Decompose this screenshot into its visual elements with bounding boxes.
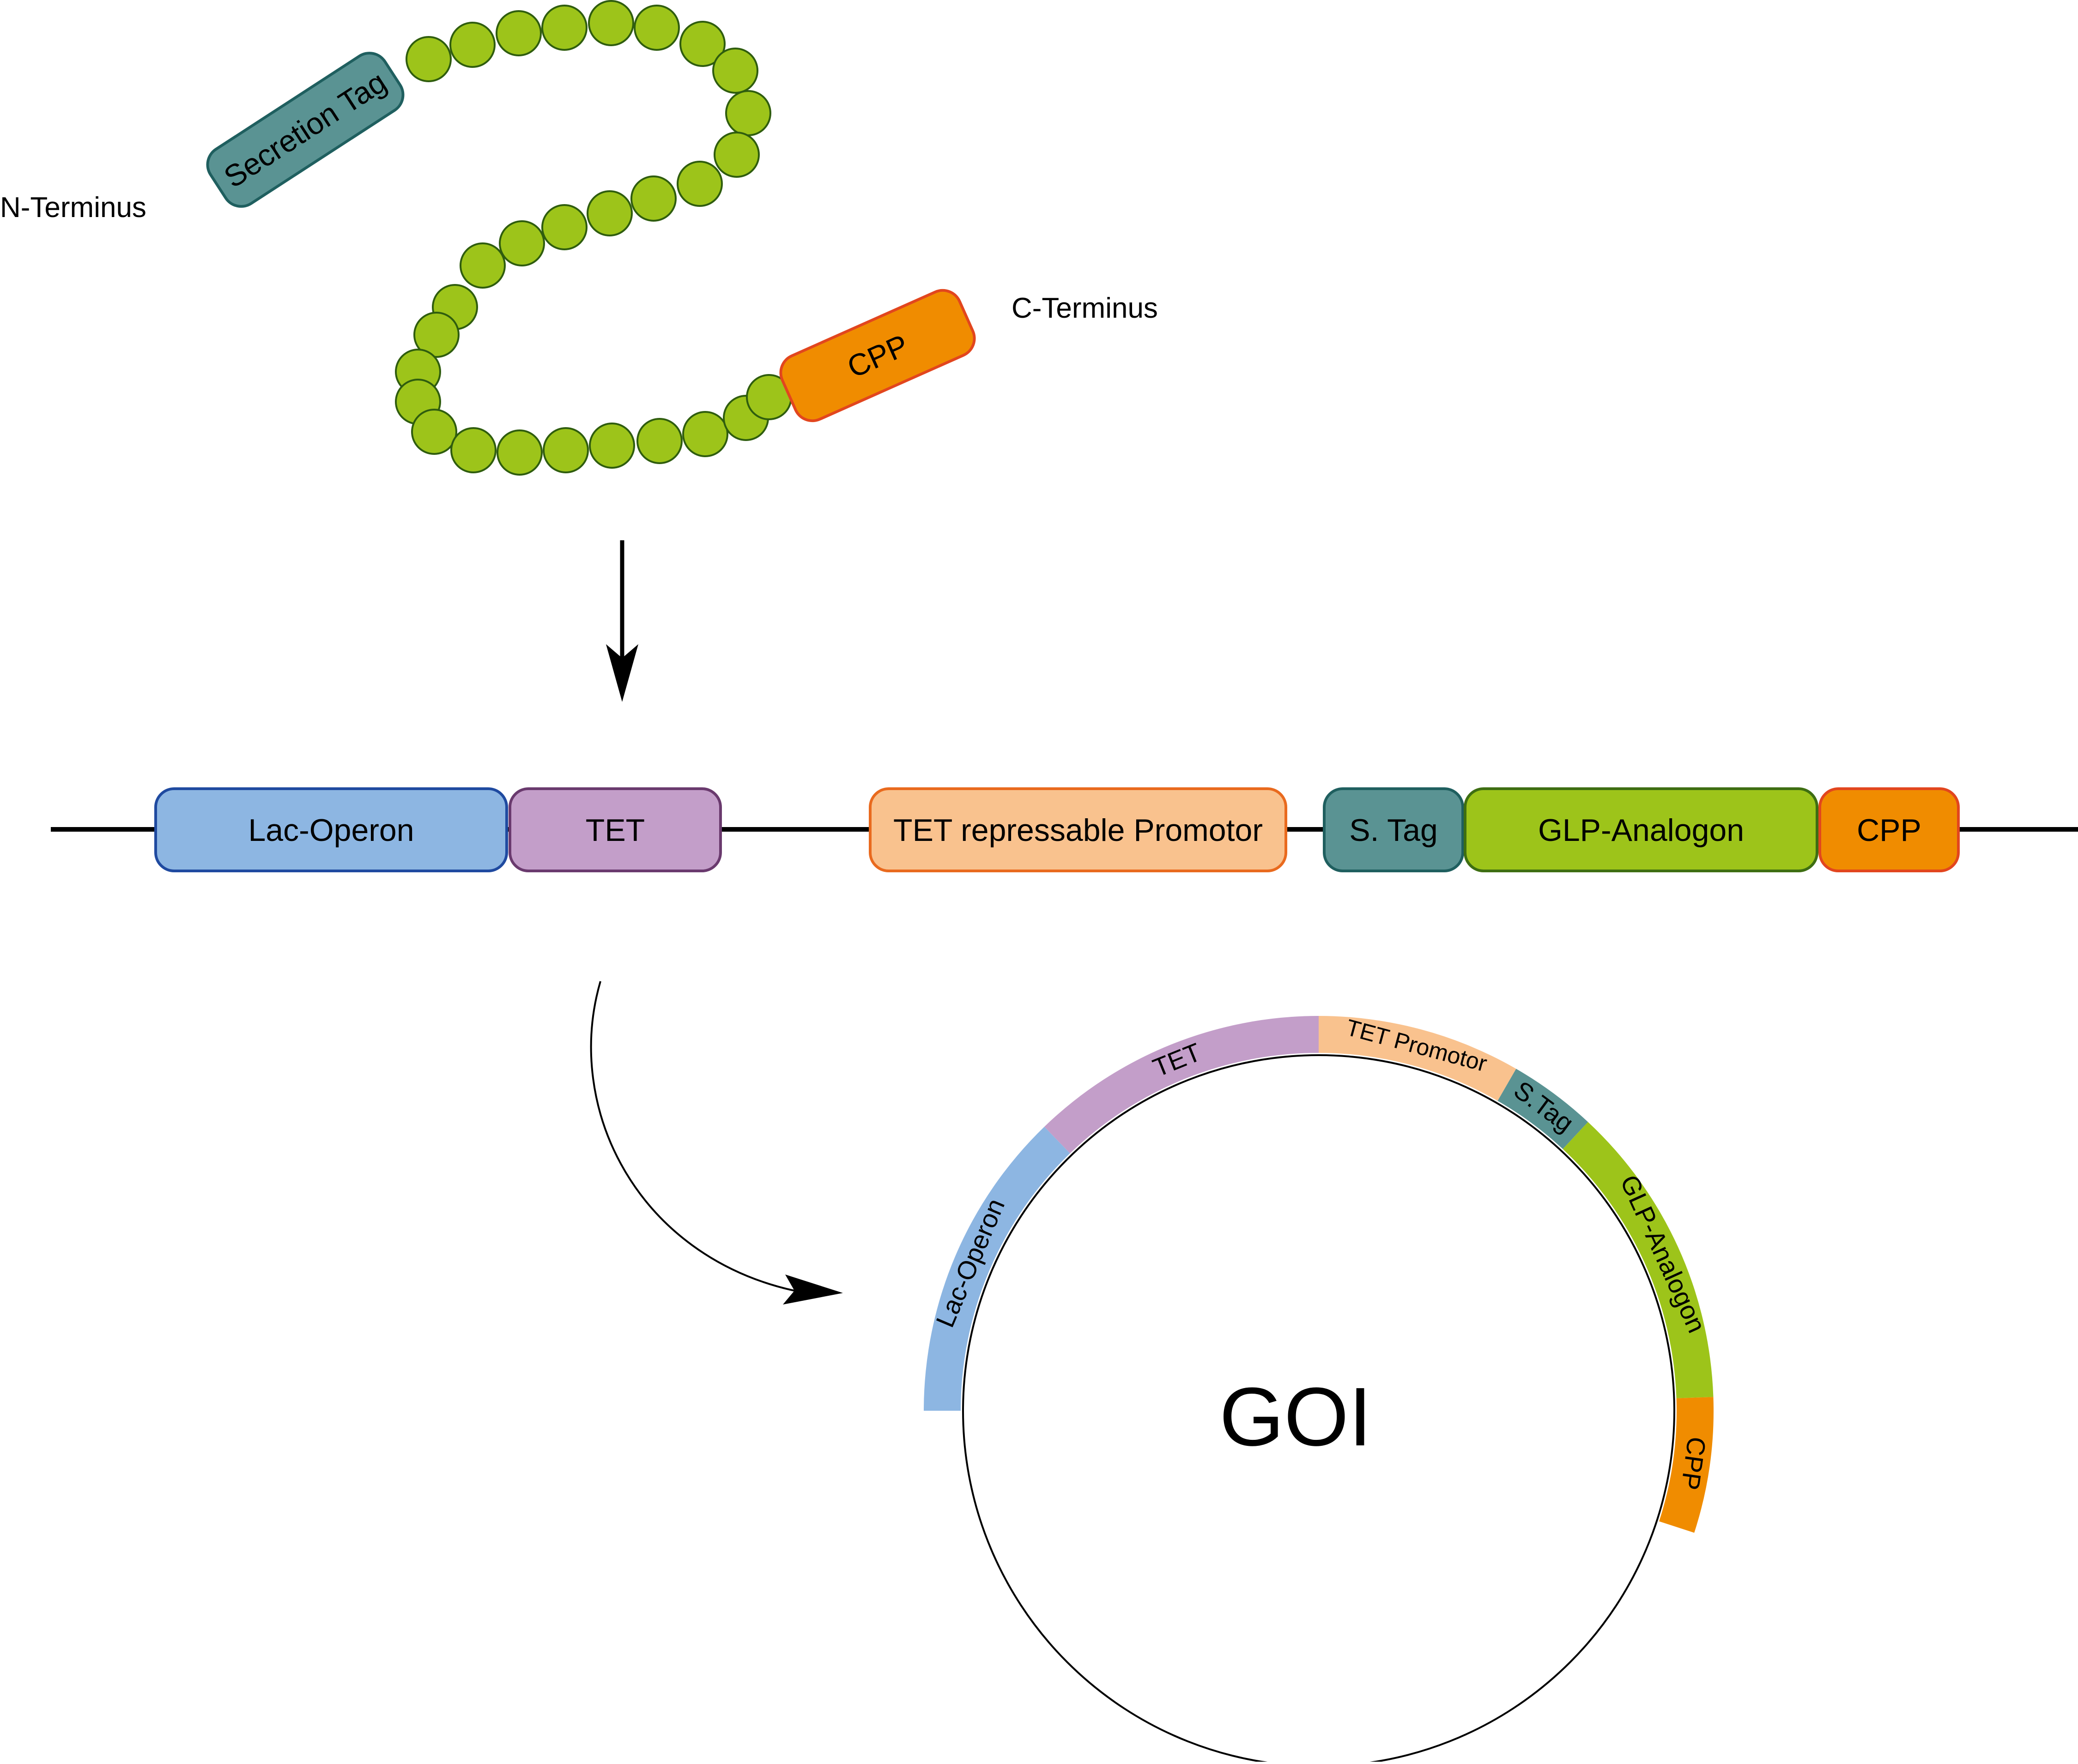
plasmid-arc-shape xyxy=(1044,1016,1319,1154)
down-arrow xyxy=(606,540,638,702)
construct-segment-shape xyxy=(1464,787,1818,872)
cpp-protein-shape xyxy=(779,289,976,423)
linear-construct: Lac-Operon TET TET repressable Promotor S. … xyxy=(51,787,2078,872)
amino-acid-residue xyxy=(406,36,452,82)
plasmid-arc-shape xyxy=(1497,1069,1588,1149)
plasmid-arc-shape xyxy=(1319,1016,1516,1101)
construct-segment-tet: TET xyxy=(509,787,722,872)
construct-segment-label: Lac-Operon xyxy=(248,813,414,848)
curved-arrow xyxy=(590,981,843,1305)
secretion-tag-block: Secretion Tag xyxy=(206,52,405,208)
amino-acid-residue xyxy=(587,190,633,236)
amino-acid-residue xyxy=(497,429,543,476)
amino-acid-residue xyxy=(679,21,726,67)
curved-arrow-path xyxy=(590,981,795,1292)
construct-segment-shape xyxy=(869,787,1287,872)
construct-segment-shape xyxy=(1818,787,1960,872)
plasmid-arc-shape xyxy=(1563,1122,1714,1398)
amino-acid-residue xyxy=(499,220,545,266)
amino-acid-residue xyxy=(677,161,723,207)
protein-chain: Secretion Tag CPP N-Terminus C-Terminus xyxy=(0,0,1158,476)
construct-segment-label: GLP-Analogon xyxy=(1538,813,1744,848)
construct-segment-label: TET repressable Promotor xyxy=(893,813,1263,848)
plasmid-arc-glp-analogon: GLP-Analogon xyxy=(1563,1122,1714,1398)
secretion-tag-shape xyxy=(206,52,405,208)
amino-acid-residue xyxy=(630,175,677,222)
construct-segments: Lac-Operon TET TET repressable Promotor S. … xyxy=(154,787,1960,872)
construct-segment-cpp: CPP xyxy=(1818,787,1960,872)
amino-acid-residue xyxy=(541,5,588,51)
construct-segment-shape xyxy=(154,787,508,872)
amino-acid-residue xyxy=(541,204,588,250)
plasmid-arc-lac-operon: Lac-Operon xyxy=(924,1126,1070,1411)
plasmid-arc-cpp: CPP xyxy=(1659,1397,1714,1533)
cpp-protein-block: CPP xyxy=(779,289,976,423)
amino-acid-residue xyxy=(712,48,758,94)
construct-segment-lac-operon: Lac-Operon xyxy=(154,787,508,872)
n-terminus-label: N-Terminus xyxy=(0,192,146,224)
amino-acid-residue xyxy=(413,312,460,358)
plasmid-arc-tet: TET xyxy=(1044,1016,1319,1154)
construct-segment-shape xyxy=(509,787,722,872)
amino-acid-residue xyxy=(449,22,496,68)
amino-acid-residue xyxy=(450,427,497,473)
amino-acid-residue xyxy=(634,5,680,51)
plasmid-arc-shape xyxy=(1659,1397,1714,1533)
down-arrow-head xyxy=(606,644,638,702)
amino-acid-residue xyxy=(636,418,683,464)
amino-acid-residue xyxy=(725,90,771,136)
construct-segment-shape xyxy=(1323,787,1464,872)
construct-segment-label: S. Tag xyxy=(1349,813,1438,848)
construct-segment-s-tag: S. Tag xyxy=(1323,787,1464,872)
plasmid-arc-tet-promotor: TET Promotor xyxy=(1319,1015,1516,1101)
amino-acid-residue xyxy=(682,411,728,457)
c-terminus-label: C-Terminus xyxy=(1012,292,1158,324)
amino-acid-residue xyxy=(411,409,457,455)
construct-segment-label: TET xyxy=(586,813,645,848)
plasmid-center-label: GOI xyxy=(1219,1371,1372,1463)
construct-segment-tet-promotor: TET repressable Promotor xyxy=(869,787,1287,872)
construct-segment-label: CPP xyxy=(1857,813,1921,848)
amino-acid-residue xyxy=(589,423,635,469)
amino-acid-residue xyxy=(496,10,542,56)
amino-acid-residues xyxy=(395,0,792,476)
plasmid-backbone-circle xyxy=(962,1054,1675,1764)
curved-arrow-head xyxy=(783,1275,843,1305)
amino-acid-residue xyxy=(460,242,506,289)
amino-acid-residue xyxy=(588,0,634,46)
plasmid-arc-shape xyxy=(924,1126,1070,1411)
amino-acid-residue xyxy=(714,132,760,178)
amino-acid-residue xyxy=(543,427,589,473)
construct-segment-glp-analogon: GLP-Analogon xyxy=(1464,787,1818,872)
